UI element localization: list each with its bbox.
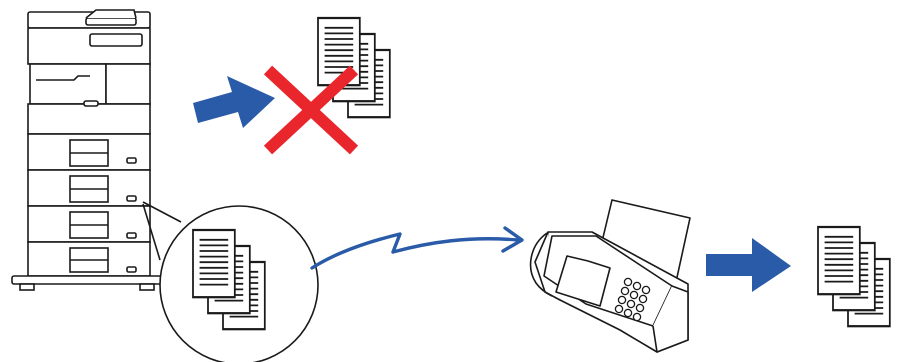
multifunction-printer-icon [12,10,162,290]
received-document-stack-icon [818,227,890,326]
printed-document-stack-icon [318,18,390,117]
cancel-cross-icon [268,70,354,150]
output-arrow-icon-2 [706,238,791,292]
output-arrow-icon [193,76,275,128]
signal-zigzag-arrow-icon [312,234,518,268]
fax-machine-icon [531,200,690,352]
